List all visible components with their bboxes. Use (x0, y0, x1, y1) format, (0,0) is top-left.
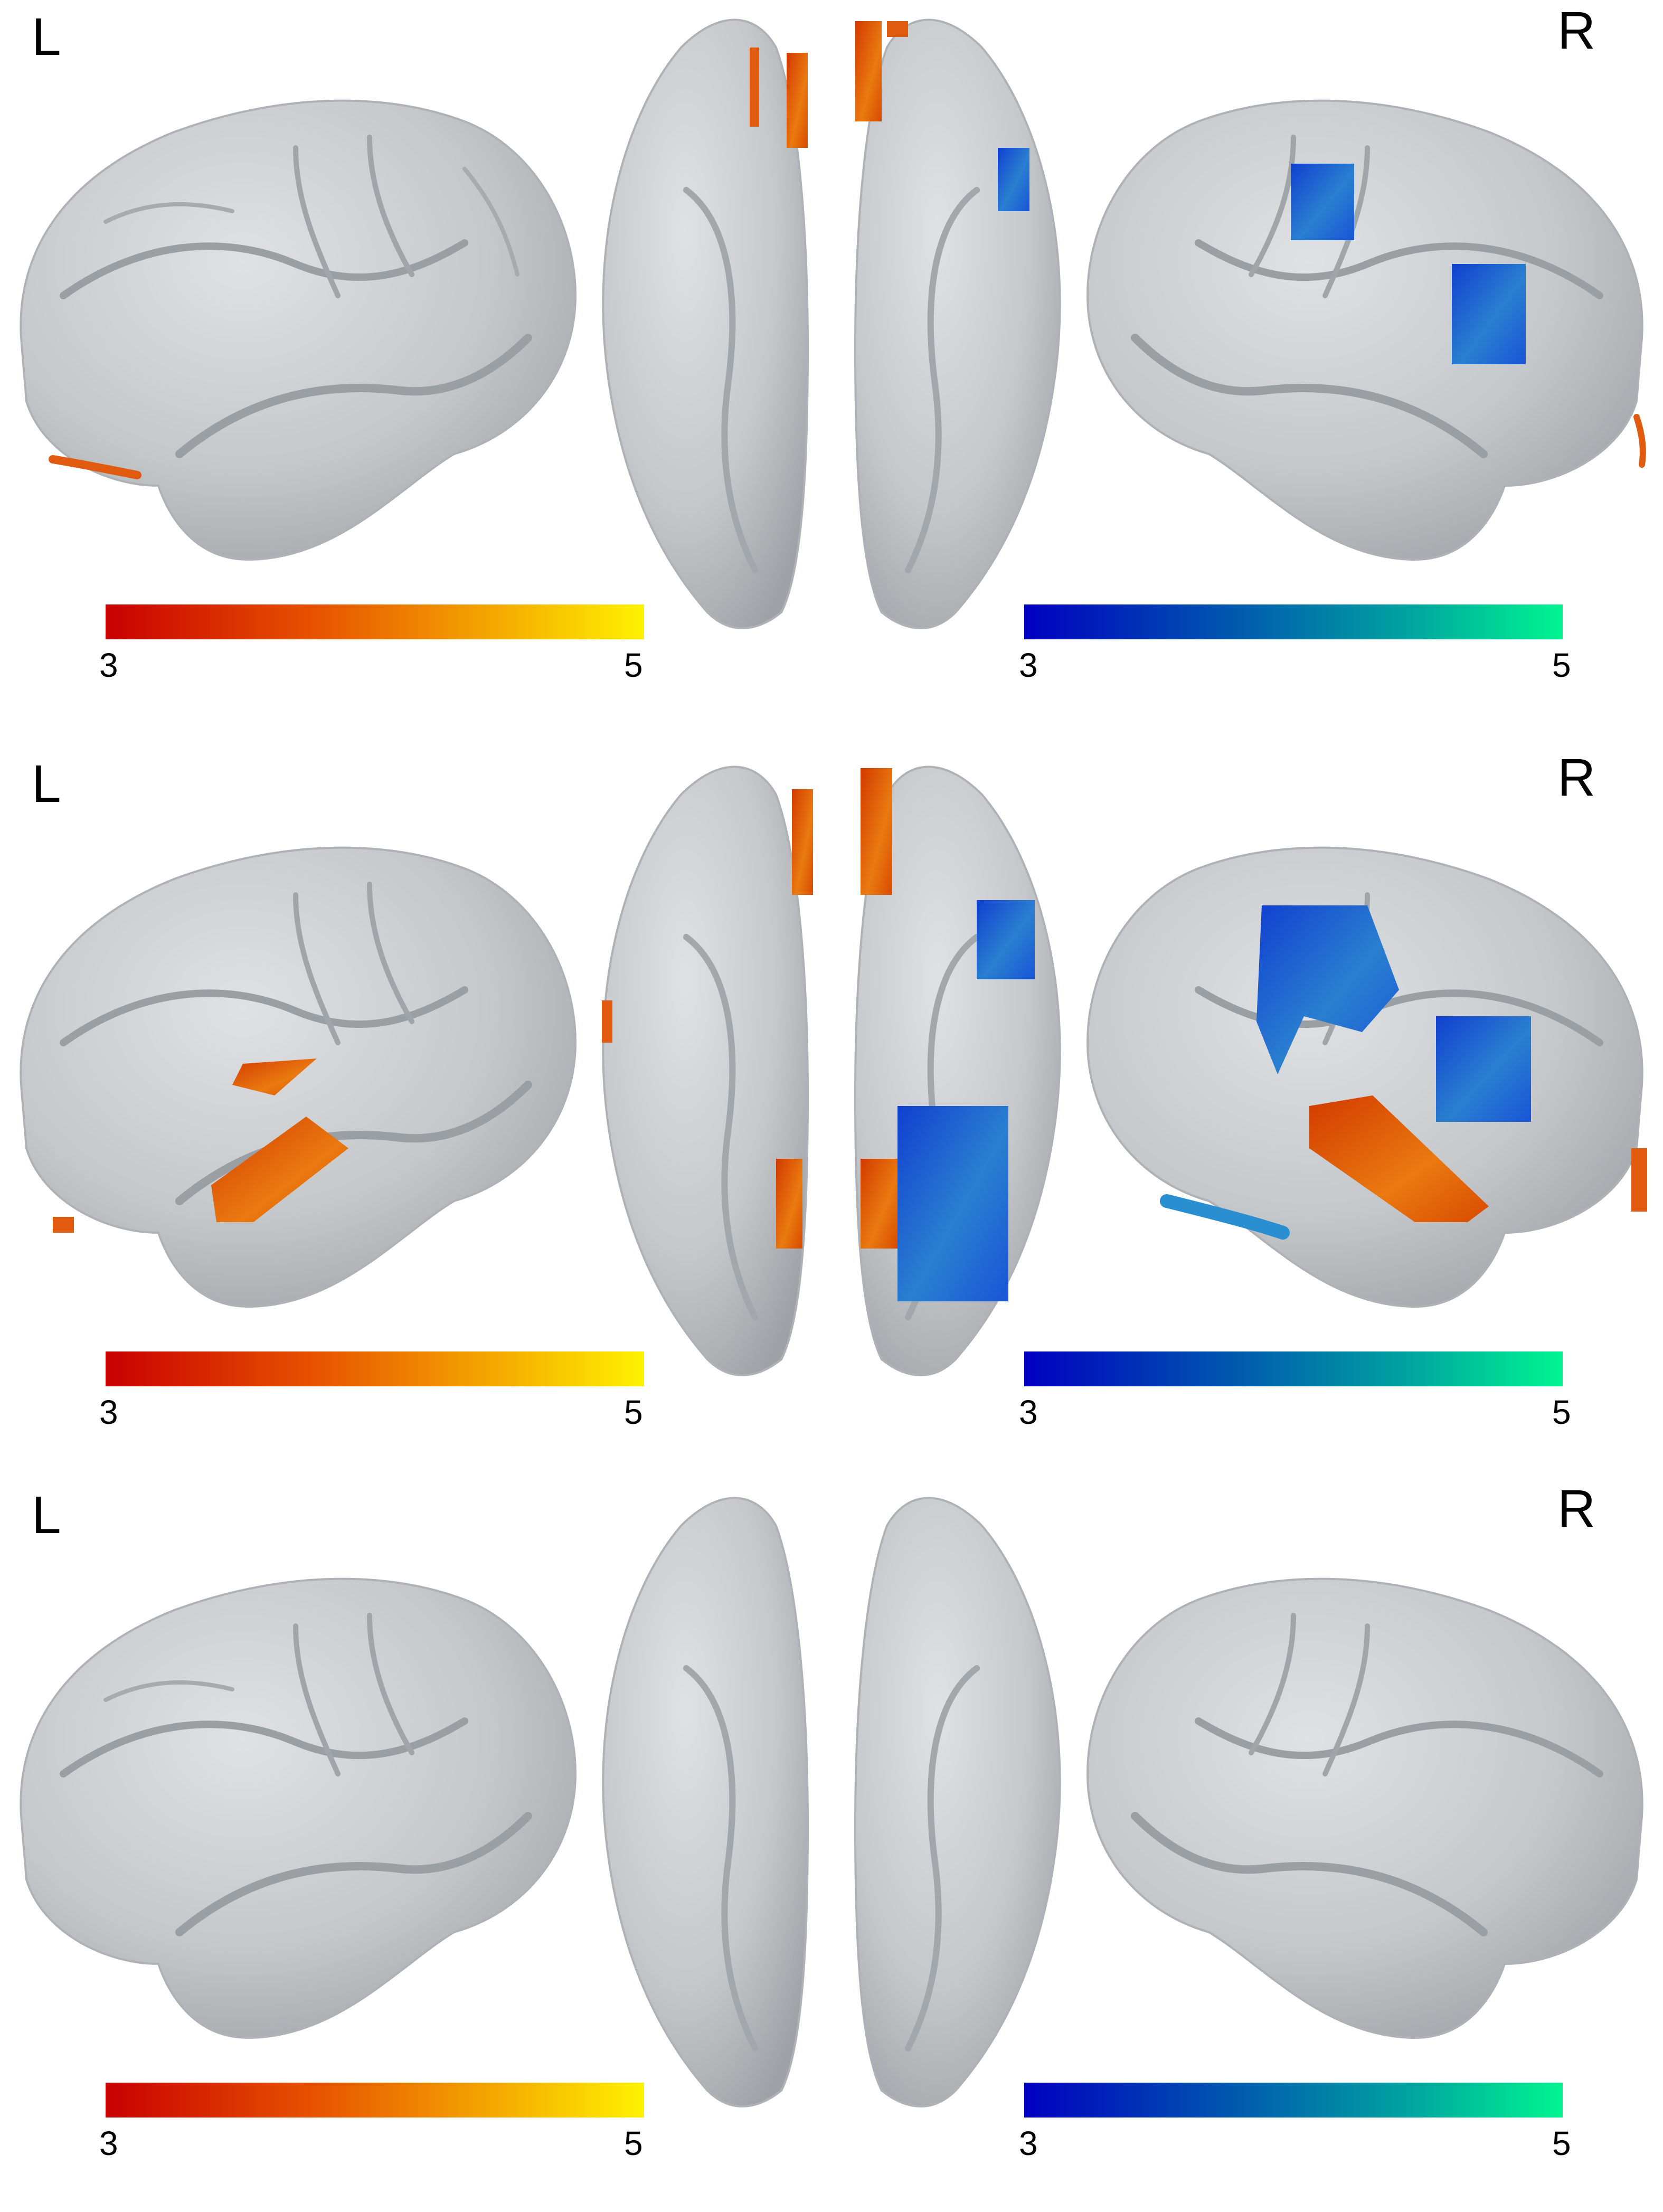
warm-blob (792, 789, 813, 895)
cool-colorbar (1024, 2083, 1563, 2118)
cool-colorbar (1024, 1351, 1563, 1386)
warm-colorbar-min: 3 (99, 646, 118, 684)
warm-colorbar (106, 604, 644, 639)
warm-blob (49, 455, 141, 479)
warm-colorbar-max: 5 (624, 646, 643, 684)
left-hemisphere-label: L (32, 7, 61, 67)
warm-blob (232, 1058, 317, 1095)
cool-blob (1291, 164, 1354, 240)
brain-row-3: L R 3 5 3 5 (0, 1478, 1663, 2212)
cool-blob (1436, 1016, 1531, 1122)
cool-blob (1160, 1194, 1290, 1240)
ventral-view (602, 1497, 1061, 2107)
warm-blob (53, 1217, 74, 1233)
warm-blob (1631, 1148, 1647, 1212)
warm-blob (861, 768, 892, 895)
cool-blob (1256, 905, 1399, 1074)
warm-colorbar-min: 3 (99, 2124, 118, 2162)
cool-colorbar-max: 5 (1552, 646, 1571, 684)
warm-blob (855, 21, 882, 121)
cool-blob (998, 148, 1029, 211)
warm-colorbar-max: 5 (624, 2124, 643, 2162)
right-hemisphere-label: R (1557, 1, 1596, 60)
right-hemisphere-label: R (1557, 1479, 1596, 1538)
brain-views-1 (20, 18, 1646, 629)
cool-blob (897, 1106, 1008, 1301)
warm-blob (776, 1159, 802, 1249)
left-lateral-hemisphere (20, 846, 577, 1308)
cool-colorbar-max: 5 (1552, 1393, 1571, 1431)
cool-colorbar (1024, 604, 1563, 639)
right-lateral-hemisphere (1086, 1577, 1643, 2039)
brain-views-2 (20, 765, 1647, 1376)
brain-row-1: L R 3 5 3 5 (0, 0, 1663, 734)
warm-blob (887, 21, 908, 37)
left-lateral-hemisphere (20, 1577, 577, 2039)
warm-colorbar (106, 1351, 644, 1386)
cool-colorbar-min: 3 (1019, 646, 1038, 684)
brain-views-3 (20, 1497, 1643, 2107)
left-lateral-hemisphere (20, 99, 577, 561)
warm-colorbar-min: 3 (99, 1393, 118, 1431)
warm-blob (861, 1159, 897, 1249)
left-hemisphere-label: L (32, 754, 61, 814)
cool-blob (977, 900, 1035, 979)
right-lateral-hemisphere (1086, 846, 1647, 1308)
warm-blob (1309, 1095, 1489, 1222)
warm-blob (602, 1000, 612, 1043)
warm-blob (787, 53, 808, 148)
brain-row-2: L R 3 5 3 5 (0, 747, 1663, 1481)
cool-blob (1452, 264, 1526, 364)
warm-blob (211, 1117, 348, 1222)
ventral-view (602, 18, 1061, 629)
cool-colorbar-min: 3 (1019, 1393, 1038, 1431)
ventral-view (602, 765, 1061, 1376)
cool-colorbar-max: 5 (1552, 2124, 1571, 2162)
warm-blob (1633, 414, 1646, 468)
right-hemisphere-label: R (1557, 748, 1596, 807)
warm-colorbar (106, 2083, 644, 2118)
cool-colorbar-min: 3 (1019, 2124, 1038, 2162)
right-lateral-hemisphere (1086, 99, 1646, 561)
left-hemisphere-label: L (32, 1486, 61, 1545)
warm-colorbar-max: 5 (624, 1393, 643, 1431)
warm-blob (750, 48, 759, 127)
